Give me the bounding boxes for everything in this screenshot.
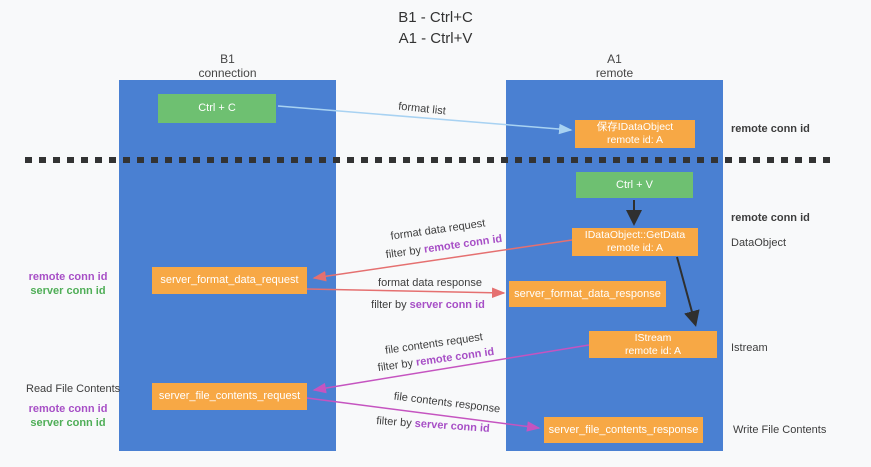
node-server-file-contents-request-label: server_file_contents_request	[158, 390, 301, 402]
left-read-file-contents: Read File Contents	[26, 383, 121, 395]
arrow-format-data-response	[306, 287, 506, 299]
edge-label-format-data-response: format data response	[378, 277, 482, 289]
node-ctrl-c-label: Ctrl + C	[198, 102, 236, 114]
filter-by-text: filter by	[377, 356, 417, 375]
node-istream-line2: remote id: A	[624, 344, 682, 357]
node-server-file-contents-request: server_file_contents_request	[152, 383, 307, 410]
node-getdata-line2: remote id: A	[606, 242, 664, 254]
title-line-2: A1 - Ctrl+V	[398, 30, 473, 47]
lifeline-b1-name: B1	[220, 52, 235, 66]
edge-label-filter-by-server-2: filter by server conn id	[376, 415, 490, 435]
lifeline-header-a1: A1 remote	[506, 52, 723, 80]
node-save-idataobject-line2: remote id: A	[606, 134, 664, 146]
node-server-file-contents-response-label: server_file_contents_response	[548, 423, 699, 436]
diagram-title: B1 - Ctrl+C A1 - Ctrl+V	[0, 7, 871, 49]
node-ctrl-v-label: Ctrl + V	[616, 178, 653, 191]
server-conn-id-text: server conn id	[409, 299, 485, 311]
node-server-file-contents-response: server_file_contents_response	[544, 417, 703, 443]
left-server-conn-id-1: server conn id	[30, 285, 106, 297]
node-save-idataobject-line1: 保存IDataObject	[596, 121, 674, 133]
right-remote-conn-id-top: remote conn id	[731, 123, 810, 135]
lifeline-b1-subtitle: connection	[198, 66, 257, 80]
server-conn-id-text: server conn id	[414, 417, 491, 435]
phase-separator-dashed-line	[25, 157, 833, 163]
left-remote-conn-id-1: remote conn id	[28, 271, 108, 283]
left-remote-conn-id-2: remote conn id	[28, 403, 108, 415]
node-server-format-data-response-label: server_format_data_response	[514, 287, 661, 300]
lifeline-a1-name: A1	[607, 52, 622, 66]
edge-label-format-list: format list	[397, 100, 447, 118]
left-conn-ids-file: remote conn id server conn id	[25, 402, 111, 430]
node-save-idataobject: 保存IDataObject remote id: A	[575, 120, 695, 148]
node-ctrl-c: Ctrl + C	[158, 94, 276, 123]
filter-by-text: filter by	[375, 415, 416, 430]
left-conn-ids-format: remote conn id server conn id	[25, 270, 111, 298]
right-istream-label: Istream	[731, 342, 768, 354]
node-getdata-line1: IDataObject::GetData	[584, 229, 686, 241]
edge-label-filter-by-server-1: filter by server conn id	[371, 299, 485, 311]
node-server-format-data-response: server_format_data_response	[509, 281, 666, 307]
title-line-1: B1 - Ctrl+C	[398, 9, 473, 26]
right-dataobject-label: DataObject	[731, 237, 787, 249]
node-idataobject-getdata: IDataObject::GetData remote id: A	[572, 228, 698, 256]
edge-label-file-contents-response: file contents response	[393, 390, 501, 416]
right-remote-conn-id-mid: remote conn id	[731, 212, 810, 224]
lifeline-a1-subtitle: remote	[595, 66, 634, 80]
node-server-format-data-request-label: server_format_data_request	[160, 274, 299, 286]
filter-by-text: filter by	[385, 243, 425, 262]
node-ctrl-v: Ctrl + V	[576, 172, 693, 198]
right-write-file-contents: Write File Contents	[733, 424, 827, 436]
filter-by-text: filter by	[371, 299, 410, 311]
node-istream: IStream remote id: A	[589, 331, 717, 358]
left-server-conn-id-2: server conn id	[30, 417, 106, 429]
node-server-format-data-request: server_format_data_request	[152, 267, 307, 294]
lifeline-header-b1: B1 connection	[119, 52, 336, 80]
node-istream-line1: IStream	[634, 331, 672, 344]
